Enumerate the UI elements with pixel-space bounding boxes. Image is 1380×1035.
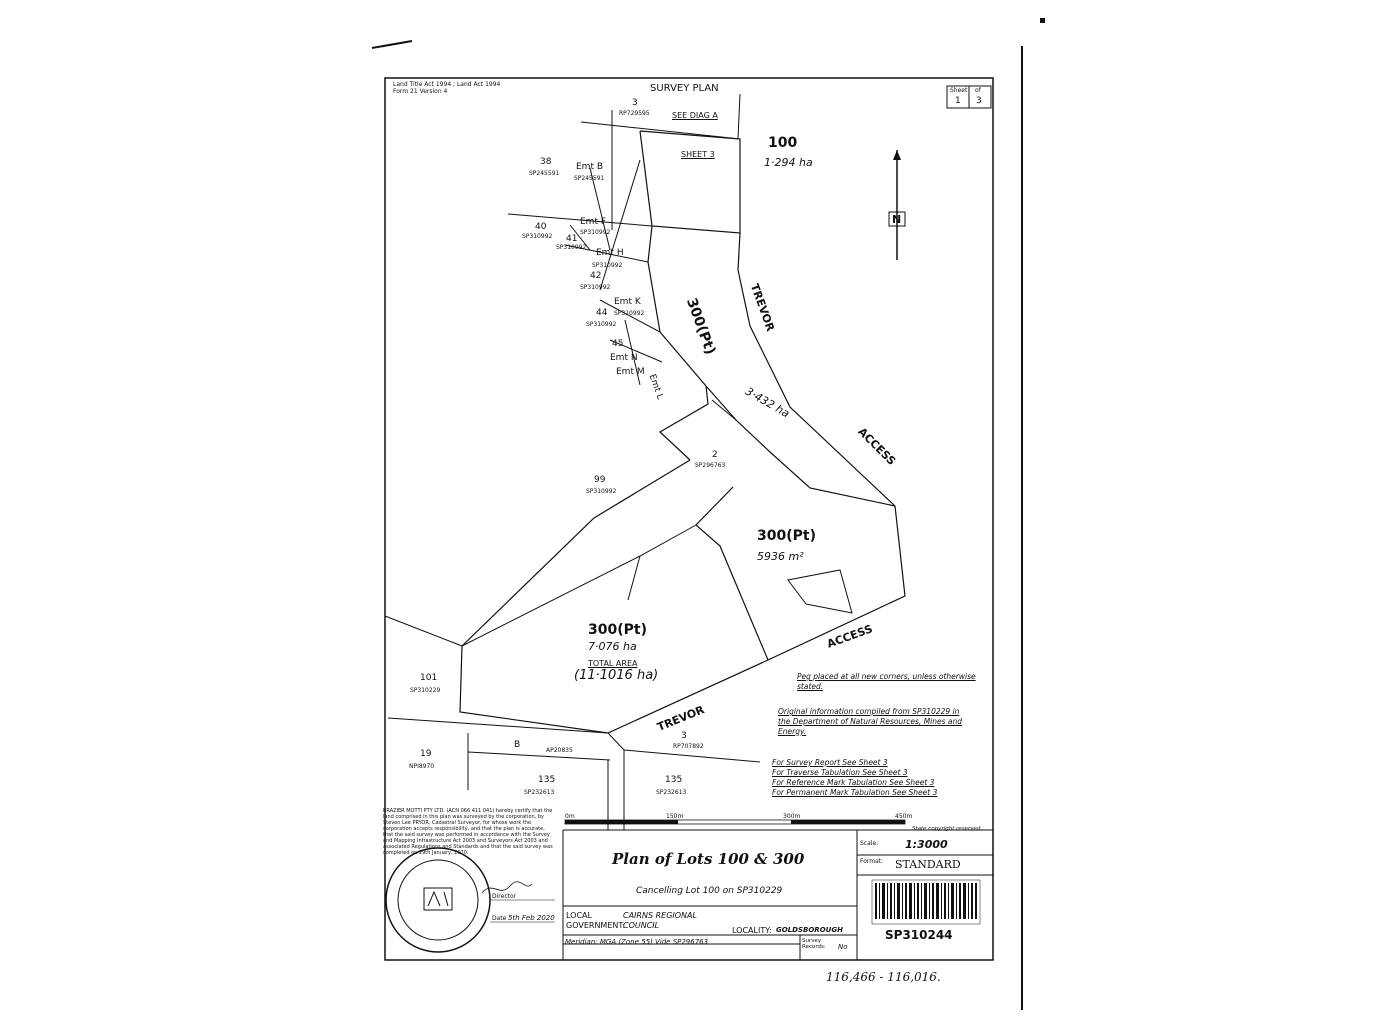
- survey-records-label: Survey Records:: [802, 938, 826, 950]
- scale-label: Scale:: [860, 840, 879, 847]
- adj-lot-number: 19: [420, 749, 432, 759]
- act-line: Land Title Act 1994 ; Land Act 1994: [393, 81, 501, 88]
- sheet-ref: SHEET 3: [681, 150, 715, 159]
- meridian-note: Meridian: MGA (Zone 55) Vide SP296763: [565, 938, 709, 946]
- adj-lot-plan: SP310992: [586, 321, 617, 328]
- plan-title: Plan of Lots 100 & 300: [612, 850, 805, 868]
- sheet-number: 1: [955, 96, 961, 106]
- adj-lot-plan: SP310992: [586, 488, 617, 495]
- date-label: Date: [492, 915, 507, 922]
- adj-lot-number: 42: [590, 271, 602, 281]
- format-value: STANDARD: [895, 858, 961, 871]
- lot-300-south-number: 300(Pt): [588, 622, 647, 638]
- adj-lot-plan: SP310992: [580, 284, 611, 291]
- scale-bar-label: 150m: [666, 813, 684, 820]
- adj-lot-plan: SP310992: [614, 310, 645, 317]
- adj-lot-number: 101: [420, 673, 438, 683]
- adj-lot-number: 135: [665, 775, 683, 785]
- total-area-value: (11·1016 ha): [574, 668, 659, 683]
- lot-300-east-number: 300(Pt): [757, 528, 816, 544]
- adj-lot-number: 45: [612, 339, 624, 349]
- cancelling-note: Cancelling Lot 100 on SP310229: [636, 886, 783, 896]
- plan-type-heading: SURVEY PLAN: [650, 83, 719, 94]
- sheet-of-label: of: [975, 87, 981, 94]
- handwritten-note: 116,466 - 116,016.: [826, 970, 941, 984]
- adj-lot-number: B: [514, 740, 521, 750]
- survey-records-value: No: [838, 943, 848, 951]
- total-area-label: TOTAL AREA: [588, 659, 638, 668]
- adj-lot-number: 99: [594, 475, 606, 485]
- copyright-note: State copyright reserved.: [912, 826, 983, 832]
- adj-lot-plan: SP296763: [695, 462, 726, 469]
- reference-line: For Survey Report See Sheet 3: [772, 758, 888, 767]
- sheet-references: For Survey Report See Sheet 3 For Traver…: [772, 758, 937, 798]
- sheet-label: Sheet: [950, 87, 968, 94]
- scale-bar-label: 450m: [895, 813, 913, 820]
- adj-lot-number: 2: [712, 450, 718, 460]
- original-info-note: Original information compiled from SP310…: [778, 707, 963, 736]
- adj-easement: Emt H: [596, 248, 624, 258]
- adj-lot-plan: SP245591: [574, 175, 605, 182]
- lot-300-east-area: 5936 m²: [757, 550, 804, 563]
- locality-value: GOLDSBOROUGH: [776, 926, 843, 934]
- reference-line: For Reference Mark Tabulation See Sheet …: [772, 778, 935, 787]
- adj-lot-number: 40: [535, 222, 547, 232]
- adj-lot-plan: SP310229: [410, 687, 441, 694]
- surveyor-certificate: BRAZIER MOTTI PTY LTD. (ACN 066 411 041)…: [383, 808, 553, 856]
- adj-lot-plan: SP310992: [580, 229, 611, 236]
- adj-lot-number: 38: [540, 157, 552, 167]
- adj-easement: Emt N: [610, 353, 638, 363]
- adj-lot-number: 44: [596, 308, 608, 318]
- lot-300-south-area: 7·076 ha: [588, 640, 637, 653]
- sheet-total: 3: [976, 96, 982, 106]
- adj-lot-number: 3: [681, 731, 687, 741]
- form-version: Form 21 Version 4: [393, 88, 448, 95]
- local-government-label: LOCAL GOVERNMENT:: [566, 911, 626, 930]
- company-seal: [385, 847, 491, 953]
- barcode-graphic: [871, 879, 981, 925]
- adj-lot-plan: SP310992: [522, 233, 553, 240]
- adj-lot-plan: SP310992: [592, 262, 623, 269]
- reference-line: For Permanent Mark Tabulation See Sheet …: [772, 788, 938, 797]
- director-label: Director: [492, 893, 517, 900]
- scale-bar-label: 300m: [783, 813, 801, 820]
- adj-easement: Emt K: [614, 297, 641, 307]
- adj-easement: Emt M: [616, 367, 645, 377]
- adj-easement: Emt B: [576, 162, 604, 172]
- adj-lot-number: 41: [566, 234, 578, 244]
- act-reference: Land Title Act 1994 ; Land Act 1994 Form…: [393, 81, 500, 95]
- lot-100-number: 100: [768, 135, 798, 151]
- locality-label: LOCALITY:: [732, 926, 772, 935]
- adj-lot-number: 135: [538, 775, 556, 785]
- lot-100-area: 1·294 ha: [764, 156, 813, 169]
- adj-lot-number: 3: [632, 98, 638, 108]
- adj-lot-plan: SP245591: [529, 170, 560, 177]
- adj-lot-plan: NPI8970: [409, 763, 435, 770]
- reference-line: For Traverse Tabulation See Sheet 3: [772, 768, 908, 777]
- plan-number: SP310244: [885, 928, 953, 942]
- north-arrow-icon: N: [892, 213, 902, 226]
- scale-bar-label: 0m: [565, 813, 575, 820]
- adj-easement: Emt F: [580, 217, 607, 227]
- adj-lot-plan: SP310992: [556, 244, 587, 251]
- certificate-date: 5th Feb 2020: [508, 914, 555, 922]
- see-diagram-ref: SEE DIAG A: [672, 111, 718, 120]
- adj-lot-plan: RP707892: [673, 743, 704, 750]
- adj-lot-plan: SP232613: [524, 789, 555, 796]
- scale-value: 1:3000: [905, 838, 948, 851]
- adj-lot-plan: AP20835: [546, 747, 573, 754]
- format-label: Format:: [860, 858, 884, 865]
- adj-lot-plan: SP232613: [656, 789, 687, 796]
- adj-lot-plan: RP729595: [619, 110, 650, 117]
- local-government-value: CAIRNS REGIONAL COUNCIL: [623, 911, 697, 930]
- peg-note: Peg placed at all new corners, unless ot…: [797, 672, 976, 691]
